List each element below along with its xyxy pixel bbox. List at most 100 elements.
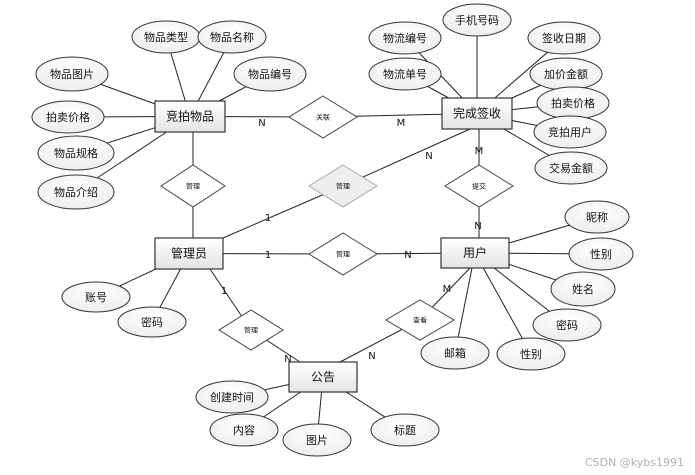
attribute-label: 性别 [590, 247, 612, 261]
attribute-ellipse [195, 380, 269, 414]
cardinality-label: N [425, 151, 432, 162]
attribute-ellipse [370, 413, 440, 447]
attribute-sign_user: 竞拍用户 [533, 115, 607, 149]
cardinality-label: N [368, 351, 375, 362]
attribute-item_spec: 物品规格 [37, 135, 115, 171]
attribute-label: 内容 [233, 423, 255, 437]
attribute-sign_amount: 交易金额 [534, 151, 608, 185]
attribute-ellipse [532, 308, 602, 342]
entity-box [440, 237, 510, 269]
attribute-item_name: 物品名称 [197, 20, 267, 54]
relationship-link-line [342, 128, 471, 187]
attribute-ellipse [527, 21, 601, 55]
relationship-diamond [308, 164, 378, 208]
attribute-label: 竞拍用户 [548, 125, 592, 139]
attribute-notice_title: 标题 [370, 413, 440, 447]
entity-item: 竞拍物品 [154, 100, 226, 133]
attribute-label: 昵称 [586, 210, 608, 224]
attribute-label: 性别 [520, 347, 542, 361]
attribute-label: 密码 [141, 315, 163, 329]
cardinality-label: N [404, 250, 411, 261]
attribute-ellipse [117, 306, 187, 338]
attribute-sign_date: 签收日期 [527, 21, 601, 55]
relationship-diamond [288, 95, 358, 139]
entity-user: 用户 [440, 237, 510, 269]
entity-label: 竞拍物品 [166, 109, 214, 124]
relationship-diamond [385, 299, 455, 341]
relationship-label: 管理 [244, 326, 258, 335]
cardinality-label: M [475, 146, 484, 157]
attribute-ellipse [282, 423, 352, 457]
cardinality-label: N [258, 118, 265, 129]
attribute-label: 拍卖价格 [551, 96, 595, 110]
attribute-ellipse [368, 57, 442, 91]
attribute-label: 加价金额 [544, 67, 588, 81]
attribute-user_gender: 性别 [568, 237, 634, 271]
relationship-label: 管理 [336, 182, 350, 191]
attribute-sign_logno: 物流编号 [368, 21, 442, 55]
attribute-label: 图片 [306, 434, 328, 447]
cardinality-label: N [474, 221, 481, 232]
entity-label: 完成签收 [453, 106, 501, 121]
entity-label: 管理员 [171, 246, 207, 261]
attribute-label: 物流单号 [383, 67, 427, 81]
attribute-user_gender2: 性别 [496, 337, 566, 371]
attribute-ellipse [31, 100, 105, 134]
cardinality-label: M [443, 284, 452, 295]
attribute-user_pwd: 密码 [532, 308, 602, 342]
attribute-ellipse [442, 3, 512, 37]
attribute-label: 账号 [85, 291, 107, 304]
attribute-label: 拍卖价格 [46, 110, 90, 124]
attribute-item_type: 物品类型 [131, 20, 201, 54]
attribute-label: 手机号码 [455, 13, 499, 27]
attribute-label: 标题 [394, 423, 416, 437]
relationship-rel_item_admin: 管理 [160, 164, 226, 208]
attribute-label: 物品规格 [54, 146, 98, 160]
attribute-label: 物流编号 [383, 31, 427, 45]
attribute-ellipse [496, 337, 566, 371]
attribute-ellipse [233, 56, 307, 92]
attribute-admin_acct: 账号 [61, 281, 131, 313]
entity-sign: 完成签收 [441, 97, 513, 130]
attribute-label: 创建时间 [210, 390, 254, 404]
diagram-shapes: 物品类型物品名称物品图片 物品编号拍卖价格物品规格物品介绍 手机号码物流编号 签收日期… [31, 3, 634, 457]
relationship-diamond [160, 164, 226, 208]
attribute-ellipse [197, 20, 267, 54]
relationship-rel_admin_notice: 管理 [218, 309, 284, 351]
attribute-ellipse [533, 115, 607, 149]
attribute-notice_content: 内容 [209, 413, 279, 447]
attribute-ellipse [550, 271, 616, 307]
attribute-label: 物品编号 [248, 67, 292, 81]
entity-label: 用户 [463, 245, 487, 260]
attribute-ellipse [568, 237, 634, 271]
relationship-diamond [444, 164, 514, 208]
attribute-ellipse [534, 151, 608, 185]
attribute-sign_add: 加价金额 [529, 57, 603, 91]
attribute-ellipse [35, 56, 109, 92]
cardinality-label: 1 [265, 250, 271, 261]
relationship-rel_admin_user: 管理 [308, 232, 378, 276]
attribute-sign_phone: 手机号码 [442, 3, 512, 37]
entity-admin: 管理员 [154, 237, 224, 270]
cardinality-label: N [284, 354, 291, 365]
attribute-admin_pwd: 密码 [117, 306, 187, 338]
relationship-rel_view: 查看 [385, 299, 455, 341]
attribute-user_nick: 昵称 [564, 200, 630, 234]
relationship-label: 关联 [316, 113, 330, 122]
attribute-label: 物品类型 [144, 30, 188, 44]
relationship-rel_submit: 提交 [444, 164, 514, 208]
attribute-ellipse [368, 21, 442, 55]
attribute-item_price: 拍卖价格 [31, 100, 105, 134]
relationship-diamond [308, 232, 378, 276]
attribute-label: 交易金额 [549, 161, 593, 175]
cardinality-label: 1 [221, 286, 227, 297]
attribute-item_no: 物品编号 [233, 56, 307, 92]
relationship-label: 管理 [186, 182, 200, 191]
attribute-label: 物品介绍 [54, 185, 98, 199]
attribute-user_mail: 邮箱 [420, 336, 490, 370]
relationship-label: 提交 [472, 182, 486, 191]
attribute-label: 密码 [556, 318, 578, 332]
attribute-item_pic: 物品图片 [35, 56, 109, 92]
attribute-ellipse [209, 413, 279, 447]
